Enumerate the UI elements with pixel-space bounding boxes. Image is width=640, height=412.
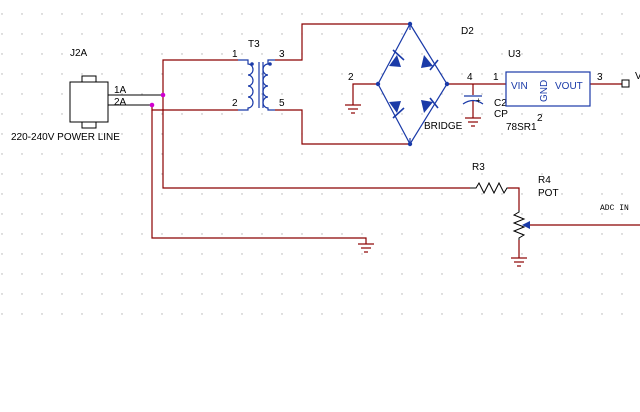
output-terminal[interactable]: V	[621, 71, 640, 88]
u3-pin1-label: 1	[493, 72, 499, 83]
potentiometer-r4[interactable]: R4 POT	[512, 175, 559, 240]
ground-symbol-line	[358, 243, 374, 253]
ground-symbol-bridge	[345, 104, 361, 114]
u3-pin3-label: 3	[597, 72, 603, 83]
t3-pin2-label: 2	[232, 98, 238, 109]
capacitor-c2[interactable]: + C2 CP	[462, 95, 508, 120]
adc-in-label: ADC IN	[600, 204, 629, 213]
j2a-top-tab	[81, 75, 97, 83]
ground-symbol-cap	[465, 117, 481, 127]
j2a-body	[69, 81, 109, 123]
wire-r3-to-pot	[508, 187, 520, 210]
c2-plus-sign: +	[476, 96, 481, 105]
u3-body	[505, 71, 591, 107]
t3-polarity-dot	[250, 62, 254, 66]
u3-ref-label: U3	[508, 49, 521, 60]
j2a-bottom-tab	[81, 121, 97, 129]
c2-value-label: CP	[494, 109, 508, 120]
wire-2a-to-ground	[151, 110, 367, 244]
t3-primary-coil	[238, 59, 254, 111]
bridge-node	[407, 141, 413, 147]
r3-zigzag	[470, 181, 508, 195]
c2-ref-label: C2	[494, 98, 507, 109]
bridge-node	[375, 81, 381, 87]
diode-lower-left	[389, 101, 405, 119]
r4-value-label: POT	[538, 188, 559, 199]
bridge-rectifier-d2[interactable]: D2 BRIDGE 2 4	[348, 21, 474, 147]
wire-sec-top	[275, 23, 410, 61]
diode-upper-right	[421, 55, 439, 71]
d2-ref-label: D2	[461, 26, 474, 37]
wires	[151, 23, 640, 258]
resistor-r3[interactable]: R3	[470, 162, 508, 195]
bridge-node	[407, 21, 413, 27]
u3-vout-label: VOUT	[555, 81, 583, 92]
bridge-node	[444, 81, 450, 87]
wire-1a-to-t3	[162, 59, 238, 95]
output-label: V	[635, 71, 640, 82]
junction-dot	[149, 102, 155, 108]
wire-1a-to-r3	[162, 95, 470, 189]
u3-pin2-label: 2	[537, 113, 543, 124]
regulator-u3[interactable]: U3 VIN VOUT GND 1 2 3 78SR1	[493, 49, 603, 133]
diode-upper-left	[389, 49, 405, 67]
r3-ref-label: R3	[472, 162, 485, 173]
wire-bridge-neg	[352, 83, 378, 105]
j2a-pin1-label: 1A	[114, 85, 127, 96]
r4-wiper-arrow	[522, 221, 530, 229]
d2-value-label: BRIDGE	[424, 121, 463, 132]
junction-dot	[160, 92, 166, 98]
grid-dots	[1, 13, 623, 315]
wire-2a-to-t3	[151, 105, 238, 111]
u3-gnd-label: GND	[539, 80, 550, 102]
diode-lower-right	[421, 97, 439, 113]
u3-value-label: 78SR1	[506, 122, 537, 133]
j2a-description: 220-240V POWER LINE	[11, 132, 120, 143]
t3-polarity-dot	[268, 62, 272, 66]
t3-pin1-label: 1	[232, 49, 238, 60]
c2-plate-bottom	[462, 99, 484, 105]
d2-pin4-label: 4	[467, 72, 473, 83]
connector-j2a[interactable]: J2A 1A 2A 220-240V POWER LINE	[11, 48, 163, 143]
ground-symbol-pot	[511, 257, 527, 267]
r4-ref-label: R4	[538, 175, 551, 186]
t3-pin5-label: 5	[279, 98, 285, 109]
t3-ref-label: T3	[248, 39, 260, 50]
j2a-ref-label: J2A	[70, 48, 88, 59]
output-port-square	[621, 79, 630, 88]
u3-vin-label: VIN	[511, 81, 528, 92]
transformer-t3[interactable]: T3 1 2 3 5	[232, 39, 285, 111]
t3-pin3-label: 3	[279, 49, 285, 60]
wire-sec-bottom	[275, 109, 410, 145]
j2a-pin2-label: 2A	[114, 97, 127, 108]
r4-zigzag	[512, 210, 526, 240]
junctions	[149, 92, 166, 108]
t3-secondary-coil	[262, 59, 275, 111]
d2-pin2-label: 2	[348, 72, 354, 83]
